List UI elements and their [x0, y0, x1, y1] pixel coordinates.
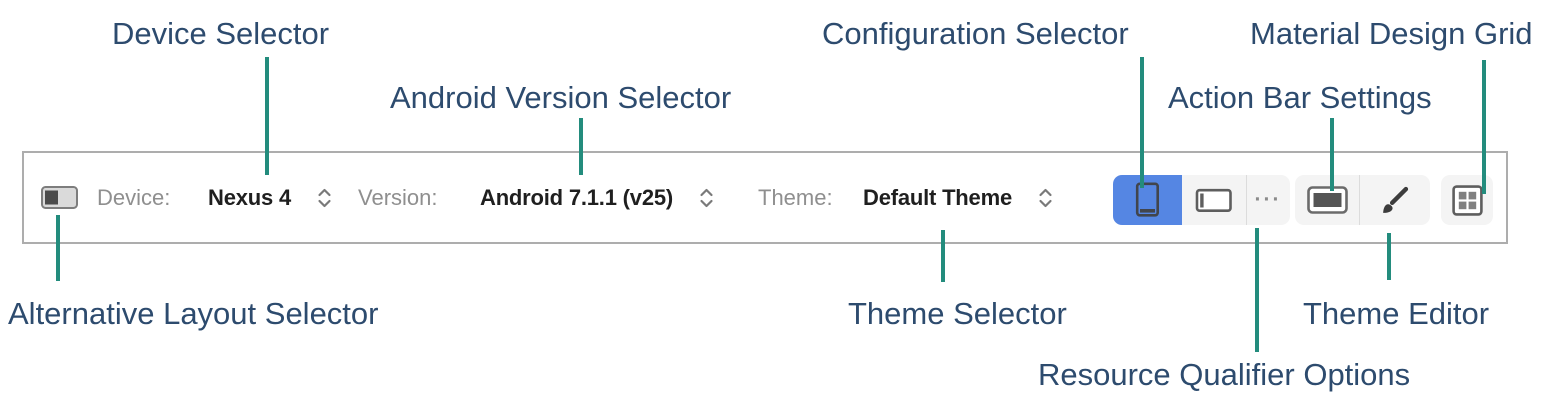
device-selector-connector-line	[265, 57, 269, 175]
action-bar-settings-button[interactable]	[1295, 175, 1359, 225]
theme-dropdown[interactable]: Default Theme	[863, 153, 1053, 242]
resource-qualifier-options-button[interactable]: ···	[1254, 188, 1282, 211]
configuration-selector-connector-line	[1140, 57, 1144, 188]
landscape-phone-icon	[1195, 188, 1232, 212]
landscape-orientation-button[interactable]	[1182, 175, 1246, 225]
material-design-grid-label: Material Design Grid	[1250, 16, 1533, 51]
alternative-layout-selector-button[interactable]	[41, 153, 78, 242]
android-version-dropdown[interactable]: Android 7.1.1 (v25)	[480, 153, 714, 242]
android-version-dropdown-value: Android 7.1.1 (v25)	[480, 184, 674, 210]
device-selector-label: Device Selector	[112, 16, 330, 51]
theme-editor-label: Theme Editor	[1303, 296, 1490, 331]
action-bar-icon	[1306, 186, 1348, 214]
device-dropdown[interactable]: Nexus 4	[208, 153, 332, 242]
up-down-stepper-icon[interactable]	[317, 186, 332, 210]
configuration-selector-label: Configuration Selector	[822, 16, 1129, 51]
up-down-stepper-icon[interactable]	[699, 186, 714, 210]
material-design-grid-icon	[1451, 184, 1483, 216]
device-field-label: Device:	[97, 184, 171, 210]
material-design-grid-connector-line	[1482, 60, 1486, 194]
android-version-selector-label: Android Version Selector	[390, 80, 732, 115]
theme-field-label: Theme:	[758, 184, 833, 210]
segment-divider	[1359, 175, 1360, 225]
alternative-layout-icon	[41, 186, 78, 209]
appearance-tools-group	[1295, 175, 1430, 225]
up-down-stepper-icon[interactable]	[1038, 186, 1053, 210]
resource-qualifier-options-label: Resource Qualifier Options	[1038, 357, 1411, 392]
theme-selector-connector-line	[941, 230, 945, 282]
portrait-phone-icon	[1135, 181, 1160, 217]
segment-divider	[1246, 175, 1247, 225]
alternative-layout-selector-label: Alternative Layout Selector	[8, 296, 379, 331]
theme-selector-label: Theme Selector	[848, 296, 1067, 331]
action-bar-settings-connector-line	[1330, 118, 1334, 191]
paint-brush-icon	[1383, 186, 1409, 213]
device-dropdown-value: Nexus 4	[208, 184, 291, 210]
alternative-layout-selector-connector-line	[56, 215, 60, 281]
layout-editor-toolbar: Device: Nexus 4 Version: Android 7.1.1 (…	[22, 151, 1508, 244]
version-field-label: Version:	[358, 184, 438, 210]
android-version-selector-connector-line	[579, 118, 583, 175]
theme-editor-button[interactable]	[1360, 175, 1430, 225]
resource-qualifier-options-connector-line	[1255, 228, 1259, 352]
portrait-orientation-button[interactable]	[1113, 175, 1182, 225]
theme-dropdown-value: Default Theme	[863, 184, 1012, 210]
configuration-selector-group: ···	[1113, 175, 1290, 225]
action-bar-settings-label: Action Bar Settings	[1168, 80, 1432, 115]
theme-editor-connector-line	[1387, 233, 1391, 280]
